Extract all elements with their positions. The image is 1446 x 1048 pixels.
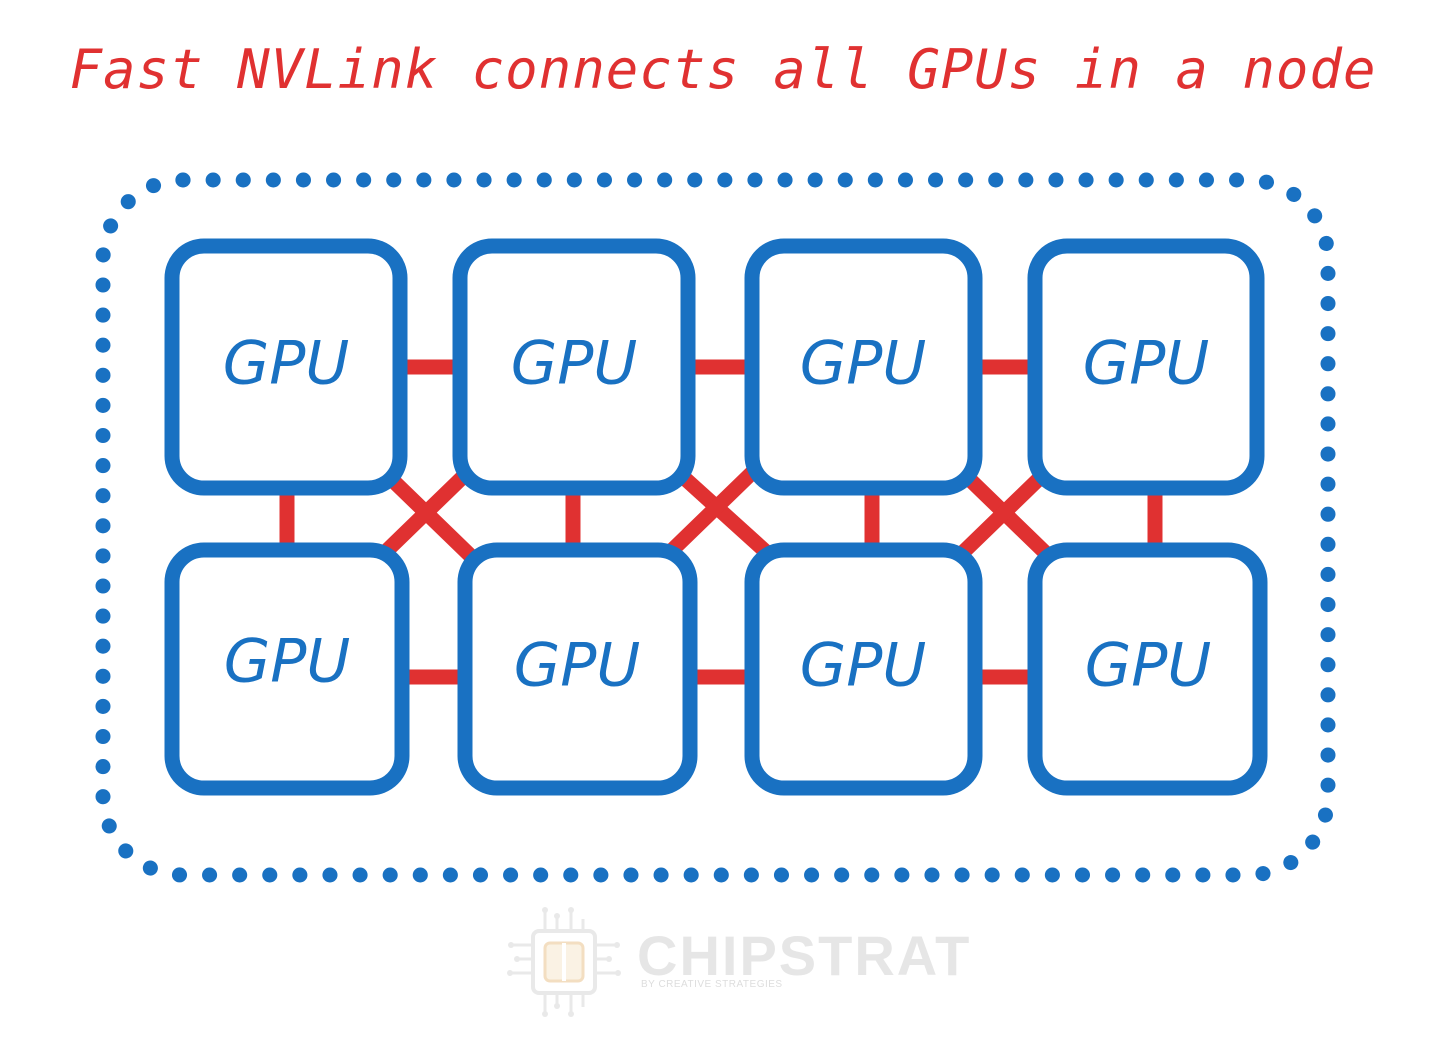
chip-logo-icon: [507, 907, 621, 1017]
gpu-label: GPU: [511, 329, 638, 399]
gpu-box: [744, 542, 983, 796]
gpu-box: [1027, 542, 1268, 796]
gpu-box: [1027, 238, 1265, 496]
gpu-box: [452, 238, 696, 496]
gpu-label: GPU: [800, 631, 927, 701]
gpu-label: GPU: [800, 329, 927, 399]
nvlink-link: [656, 459, 766, 566]
gpu-box: [744, 238, 983, 496]
gpu-label: GPU: [1083, 329, 1210, 399]
gpu-label: GPU: [224, 627, 351, 697]
nvlink-links: [279, 359, 1163, 685]
gpu-label: GPU: [1085, 631, 1212, 701]
gpu-box: [164, 542, 410, 796]
gpu-box: [164, 238, 408, 496]
watermark-subtitle: BY CREATIVE STRATEGIES: [641, 979, 783, 990]
gpu-box: [457, 542, 698, 796]
chipstrat-watermark: CHIPSTRAT BY CREATIVE STRATEGIES: [505, 905, 975, 1020]
gpu-label: GPU: [223, 329, 350, 399]
nvlink-link: [664, 459, 781, 566]
watermark-name: CHIPSTRAT: [637, 924, 972, 987]
gpu-label: GPU: [514, 631, 641, 701]
nvlink-link: [944, 464, 1054, 571]
node-boundary: [95, 172, 1336, 883]
gpu-boxes: [164, 238, 1268, 796]
diagram-title: Fast NVLink connects all GPUs in a node: [69, 38, 1377, 101]
